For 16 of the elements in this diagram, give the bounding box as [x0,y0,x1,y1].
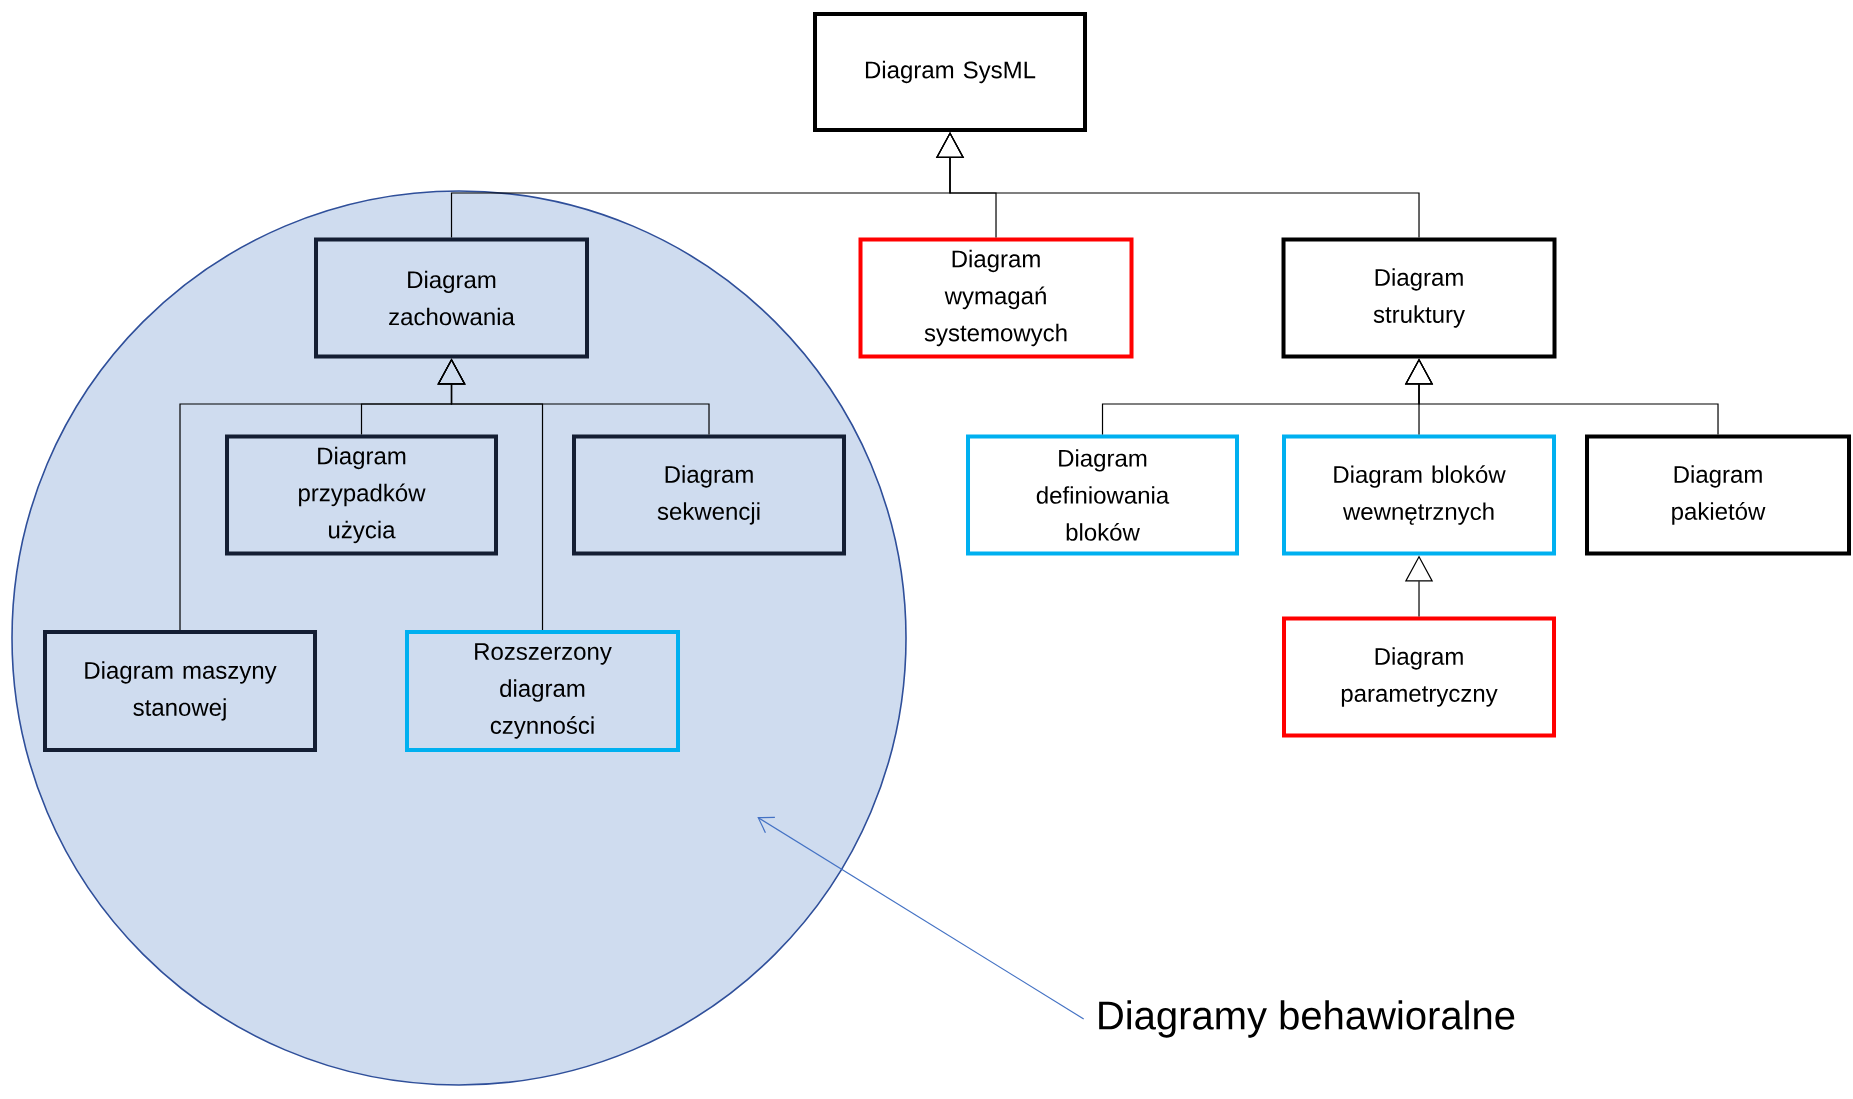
diagram-box: Diagram struktury [1281,237,1557,359]
diagram-box: Diagram definiowania bloków [966,434,1239,556]
diagram-box: Diagram bloków wewnętrznych [1282,434,1556,556]
diagram-box: Diagram parametryczny [1282,616,1556,738]
callout-text: Diagramy behawioralne [1099,1000,1515,1038]
leader-line [757,816,1085,1020]
diagram-box: Diagram pakietów [1585,434,1851,556]
diagram-box: Diagram przypadków użycia [225,434,498,556]
diagram-box: Diagram maszyny stanowej [43,630,317,752]
region-circle [11,190,907,1086]
diagram-box: Diagram sekwencji [572,434,846,556]
generalization-arrow [935,132,1420,239]
diagram-box: Diagram wymagań systemowych [858,237,1134,359]
diagram-box: Diagram SysML [813,12,1087,132]
diagram-box: Rozszerzony diagram czynności [405,630,680,752]
diagram-box: Diagram zachowania [314,237,589,359]
